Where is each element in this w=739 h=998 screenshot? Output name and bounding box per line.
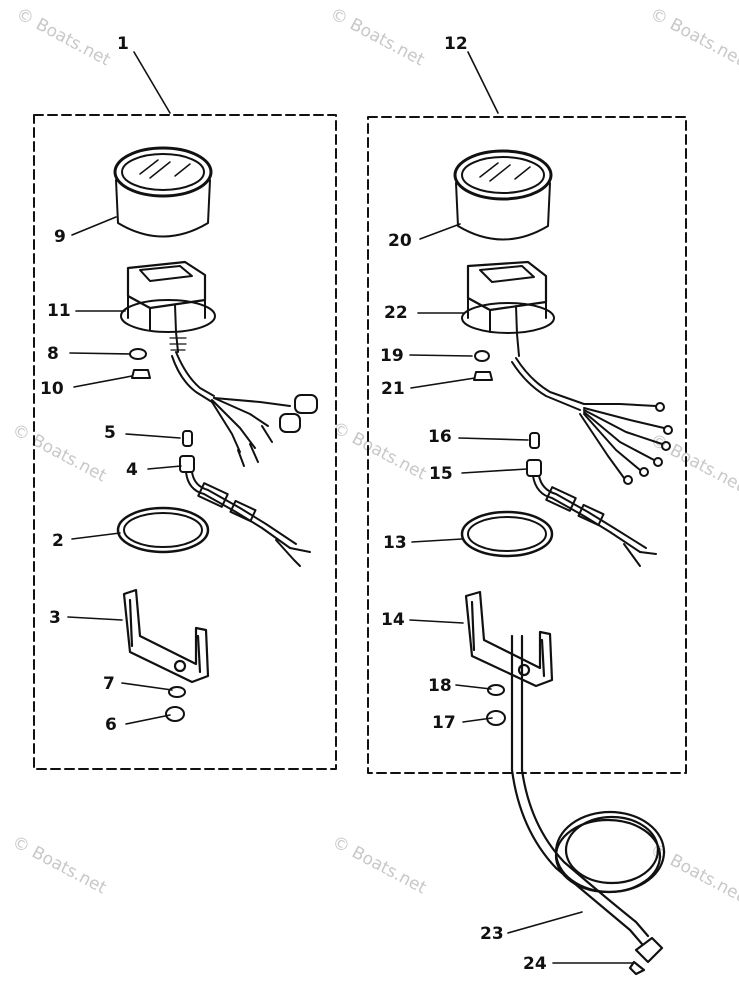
callout-14: 14	[381, 610, 405, 630]
callout-1: 1	[117, 34, 129, 54]
bracket-right	[464, 590, 554, 688]
nut-17	[486, 710, 506, 726]
callout-7: 7	[103, 674, 115, 694]
callout-2: 2	[52, 531, 64, 551]
callout-20: 20	[388, 231, 412, 251]
bulb-16	[529, 432, 540, 449]
callout-3: 3	[49, 608, 61, 628]
lamp-socket-left	[179, 455, 311, 567]
lens-bezel-left	[113, 146, 213, 238]
gauge-body-left	[120, 260, 216, 353]
callout-10: 10	[40, 379, 64, 399]
callout-16: 16	[428, 427, 452, 447]
callout-11: 11	[47, 301, 71, 321]
callout-15: 15	[429, 464, 453, 484]
washer-19	[474, 350, 490, 362]
callout-19: 19	[380, 346, 404, 366]
fitting-24	[628, 936, 664, 976]
washer-7	[168, 686, 186, 698]
bulb-5	[182, 430, 193, 447]
callout-8: 8	[47, 344, 59, 364]
callout-22: 22	[384, 303, 408, 323]
o-ring-right	[460, 510, 554, 558]
nut-6	[165, 706, 185, 722]
gauge-body-right	[461, 260, 555, 357]
callout-23: 23	[480, 924, 504, 944]
callout-21: 21	[381, 379, 405, 399]
callout-17: 17	[432, 713, 456, 733]
callout-4: 4	[126, 460, 138, 480]
washer-8	[129, 348, 147, 360]
callout-12: 12	[444, 34, 468, 54]
o-ring-left	[116, 506, 210, 554]
kit-box-left	[33, 114, 337, 770]
kit-box-right	[367, 116, 687, 774]
harness-right	[511, 357, 673, 485]
callout-13: 13	[383, 533, 407, 553]
leader-lines	[67, 51, 634, 964]
lamp-socket-right	[526, 459, 657, 567]
lens-bezel-right	[453, 149, 553, 241]
callout-6: 6	[105, 715, 117, 735]
callout-18: 18	[428, 676, 452, 696]
washer-18	[487, 684, 505, 696]
callout-9: 9	[54, 227, 66, 247]
nut-10	[131, 369, 151, 379]
callout-5: 5	[104, 423, 116, 443]
harness-left	[171, 351, 318, 467]
pitot-tube	[510, 634, 666, 946]
nut-21	[473, 371, 493, 381]
bracket-left	[122, 588, 210, 684]
callout-24: 24	[523, 954, 547, 974]
